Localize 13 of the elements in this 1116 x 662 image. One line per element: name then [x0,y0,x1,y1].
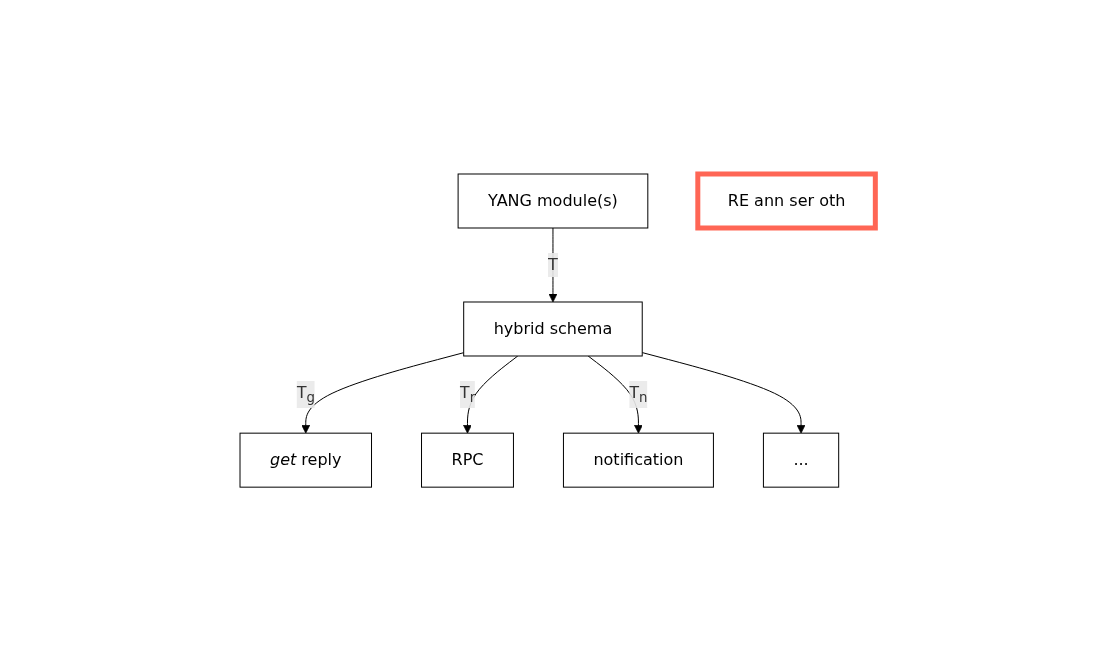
node-box: RPC [421,433,515,489]
arrow [301,352,465,434]
node-box: YANG module(s) [457,173,649,229]
edge-label: T$_{r}$ [460,383,476,406]
node-box: get reply [239,433,373,489]
node-box: notification [563,433,715,489]
node-box: ... [763,433,840,489]
node-box: hybrid schema [463,301,644,357]
edge-label: T [548,255,559,275]
node-box: RE ann ser oth [695,171,879,231]
edge-label: T$_{g}$ [296,383,316,406]
arrow [642,352,806,434]
edge-label: T$_{n}$ [629,383,648,406]
